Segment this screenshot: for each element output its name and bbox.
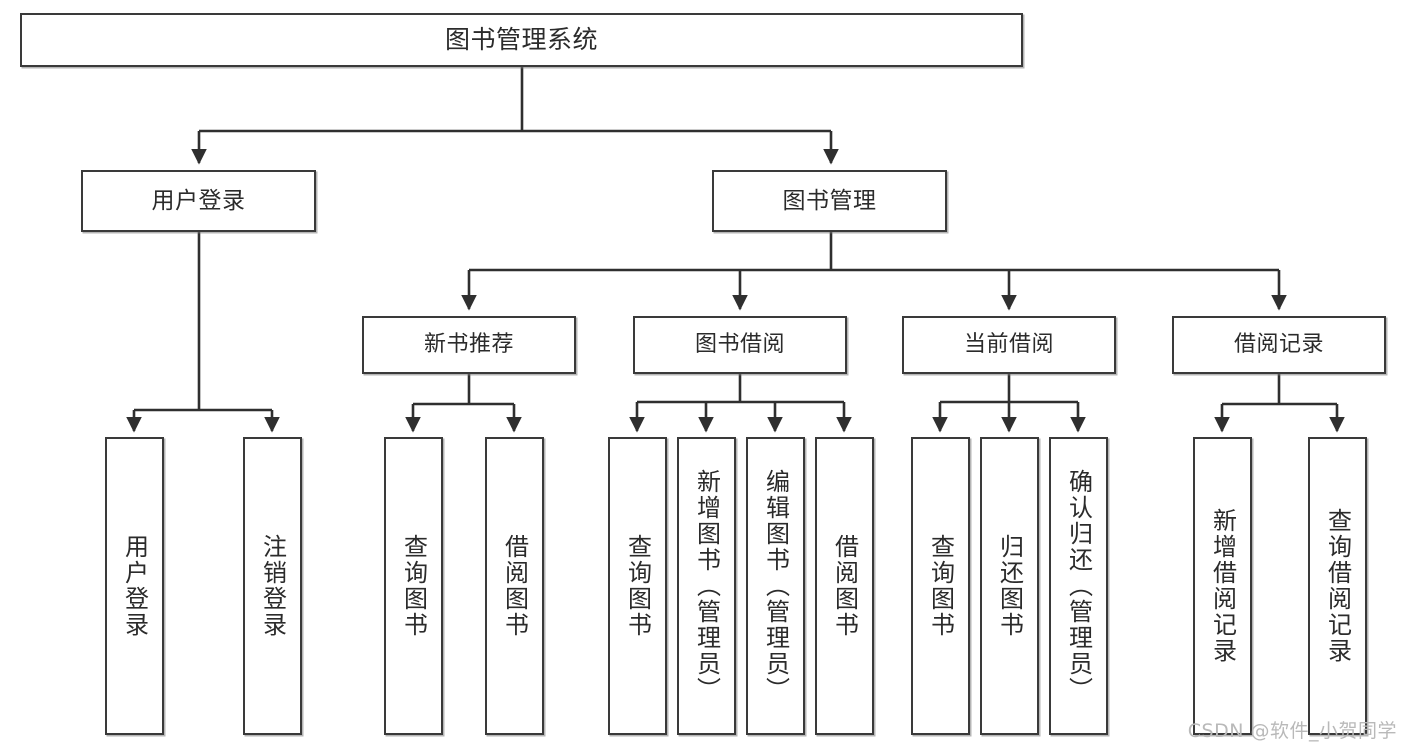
node-label: 查询图书 <box>926 534 955 638</box>
node-label: 确认归还（管理员） <box>1064 469 1093 703</box>
node-label: 新增借阅记录 <box>1208 508 1237 664</box>
node-label: 查询图书 <box>623 534 652 638</box>
leaf-newbook-query-book[interactable]: 查询图书 <box>384 437 443 735</box>
node-label: 查询借阅记录 <box>1323 508 1352 664</box>
node-label: 归还图书 <box>995 534 1024 638</box>
node-label: 图书管理 <box>782 187 877 214</box>
leaf-borrowrecord-add-record[interactable]: 新增借阅记录 <box>1193 437 1252 735</box>
node-new-book-recommend[interactable]: 新书推荐 <box>362 316 576 374</box>
node-current-borrow[interactable]: 当前借阅 <box>902 316 1116 374</box>
node-book-manage[interactable]: 图书管理 <box>712 170 947 232</box>
node-label: 查询图书 <box>399 534 428 638</box>
node-label: 新书推荐 <box>423 332 514 358</box>
leaf-borrowrecord-query-record[interactable]: 查询借阅记录 <box>1308 437 1367 735</box>
node-label: 当前借阅 <box>963 332 1054 358</box>
node-label: 图书借阅 <box>694 332 785 358</box>
node-book-borrow[interactable]: 图书借阅 <box>633 316 847 374</box>
leaf-currentborrow-confirm-return-admin[interactable]: 确认归还（管理员） <box>1049 437 1108 735</box>
node-root-system[interactable]: 图书管理系统 <box>20 13 1023 67</box>
node-label: 借阅图书 <box>830 534 859 638</box>
node-user-login[interactable]: 用户登录 <box>81 170 316 232</box>
leaf-bookborrow-edit-book-admin[interactable]: 编辑图书（管理员） <box>746 437 805 735</box>
node-label: 新增图书（管理员） <box>692 469 721 703</box>
node-borrow-record[interactable]: 借阅记录 <box>1172 316 1386 374</box>
node-label: 编辑图书（管理员） <box>761 469 790 703</box>
node-label: 借阅记录 <box>1233 332 1324 358</box>
leaf-currentborrow-query-book[interactable]: 查询图书 <box>911 437 970 735</box>
csdn-watermark: CSDN @软件_小贺同学 <box>1187 720 1397 742</box>
node-label: 注销登录 <box>258 534 287 638</box>
leaf-user-login[interactable]: 用户登录 <box>105 437 164 735</box>
node-label: 借阅图书 <box>500 534 529 638</box>
node-label: 图书管理系统 <box>444 24 598 54</box>
leaf-bookborrow-add-book-admin[interactable]: 新增图书（管理员） <box>677 437 736 735</box>
node-label: 用户登录 <box>151 187 246 214</box>
leaf-bookborrow-query-book[interactable]: 查询图书 <box>608 437 667 735</box>
node-label: 用户登录 <box>120 534 149 638</box>
leaf-currentborrow-return-book[interactable]: 归还图书 <box>980 437 1039 735</box>
leaf-newbook-borrow-book[interactable]: 借阅图书 <box>485 437 544 735</box>
leaf-logout-login[interactable]: 注销登录 <box>243 437 302 735</box>
leaf-bookborrow-borrow-book[interactable]: 借阅图书 <box>815 437 874 735</box>
